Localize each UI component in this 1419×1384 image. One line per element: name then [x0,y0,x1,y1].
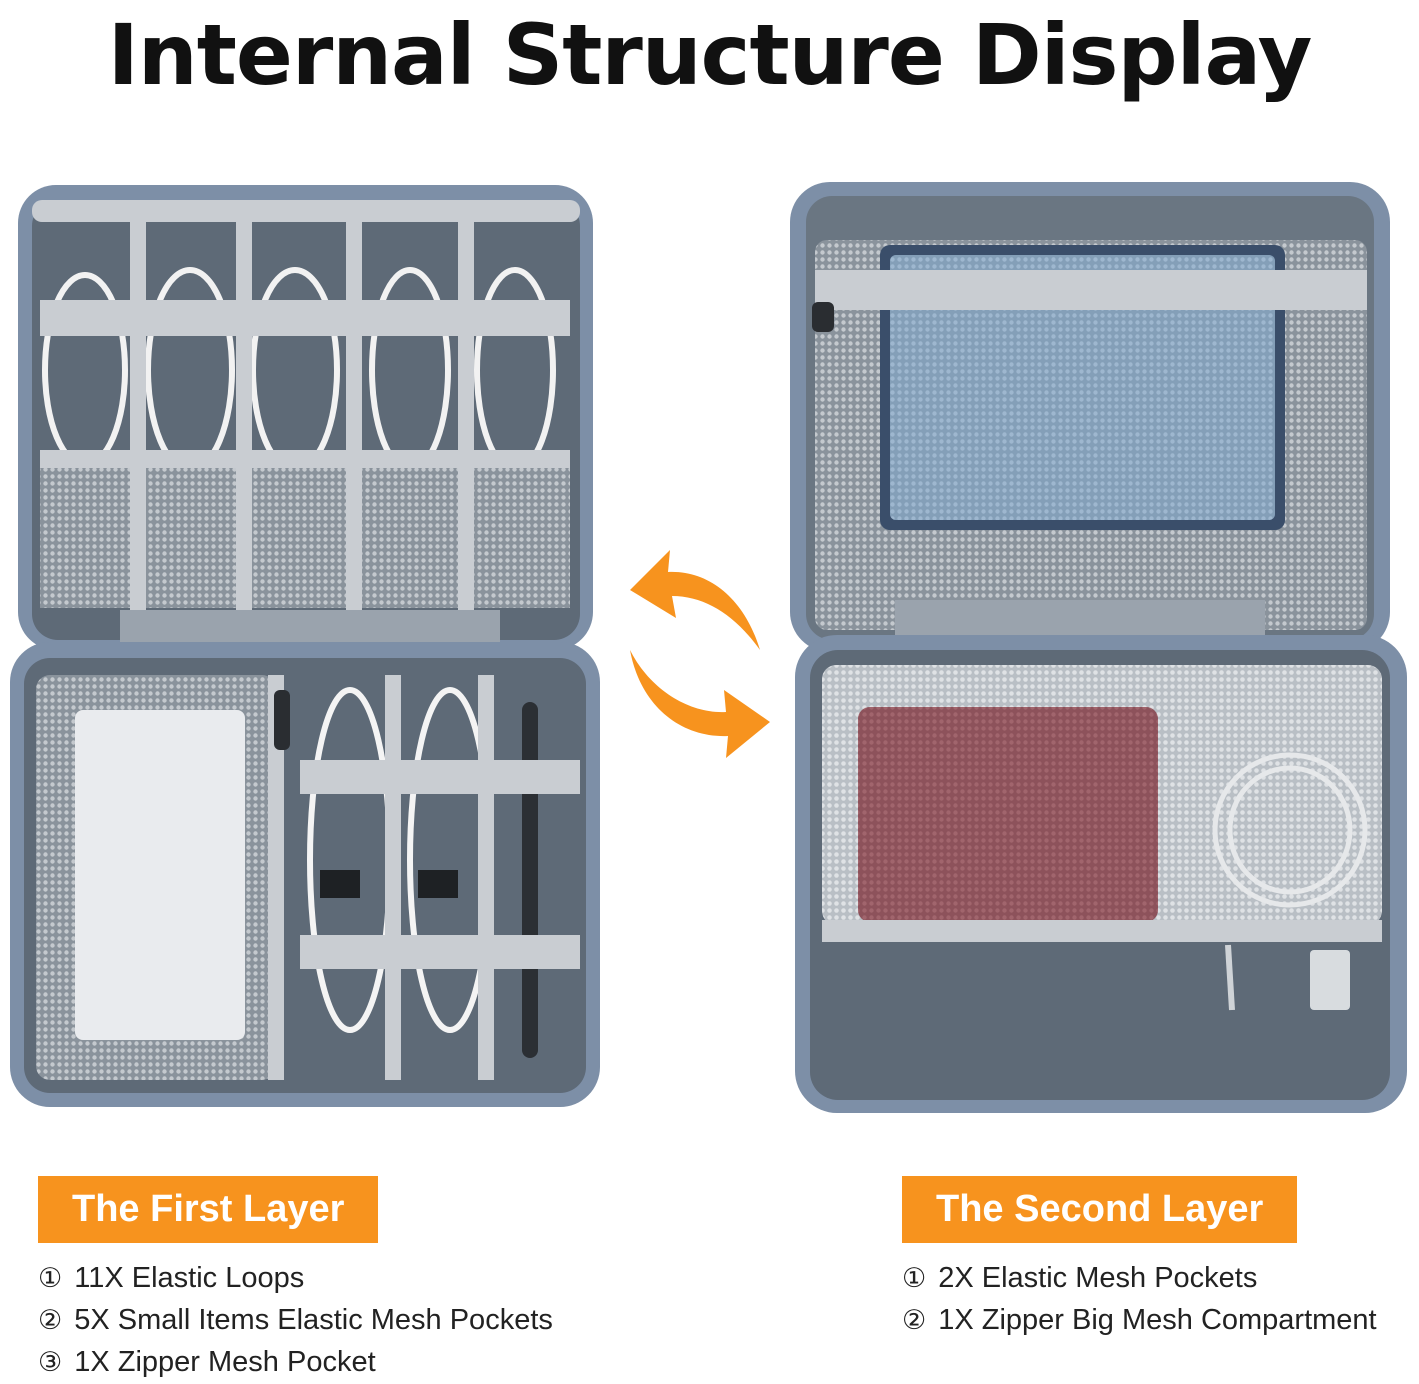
feature-item: ② 1X Zipper Big Mesh Compartment [902,1299,1377,1341]
feature-text: 1X Zipper Big Mesh Compartment [938,1304,1377,1336]
feature-item: ③ 1X Zipper Mesh Pocket [38,1341,553,1383]
feature-item: ① 11X Elastic Loops [38,1257,553,1299]
second-layer-case [790,182,1407,1113]
first-layer-features: ① 11X Elastic Loops ② 5X Small Items Elast… [38,1257,553,1383]
first-layer-case [10,185,600,1107]
first-layer-badge: The First Layer [38,1176,379,1243]
tablet [880,245,1285,530]
feature-text: 2X Elastic Mesh Pockets [938,1262,1258,1294]
second-layer-features: ① 2X Elastic Mesh Pockets ② 1X Zipper Big … [902,1257,1377,1341]
page-title: Internal Structure Display [107,6,1313,104]
second-layer-section: The Second Layer ① 2X Elastic Mesh Pocket… [902,1176,1377,1341]
feature-text: 5X Small Items Elastic Mesh Pockets [74,1304,553,1336]
feature-number: ① [902,1263,927,1294]
first-layer-section: The First Layer ① 11X Elastic Loops ② 5X S… [38,1176,553,1383]
feature-number: ② [902,1305,927,1336]
feature-number: ③ [38,1347,63,1378]
second-layer-badge: The Second Layer [902,1176,1298,1243]
feature-text: 1X Zipper Mesh Pocket [74,1346,376,1378]
product-photo [0,130,1419,1120]
swap-arrows-icon [630,550,770,758]
feature-item: ② 5X Small Items Elastic Mesh Pockets [38,1299,553,1341]
feature-item: ① 2X Elastic Mesh Pockets [902,1257,1377,1299]
feature-number: ② [38,1305,63,1336]
feature-number: ① [38,1263,63,1294]
feature-text: 11X Elastic Loops [74,1262,305,1294]
